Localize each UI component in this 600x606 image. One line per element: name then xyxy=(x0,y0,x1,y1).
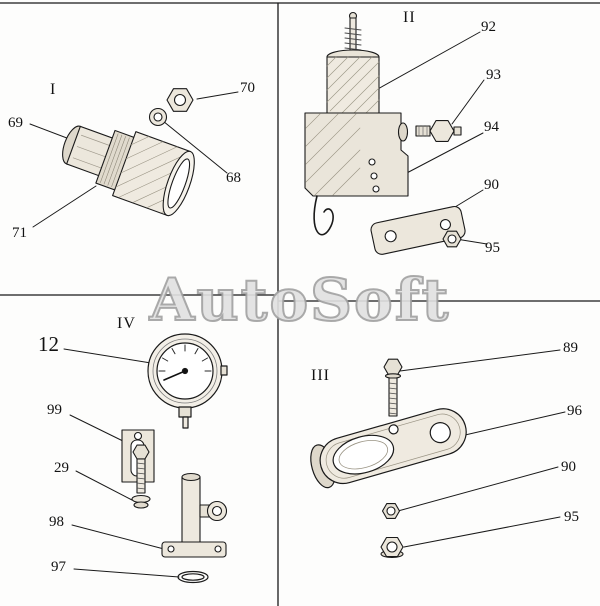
callout-92[interactable]: 92 xyxy=(481,19,496,35)
callout-69[interactable]: 69 xyxy=(8,115,23,131)
callout-96[interactable]: 96 xyxy=(567,403,582,419)
quadrant-label-1: I xyxy=(50,81,57,98)
hose-fitting-drawing xyxy=(62,125,195,217)
plug-fitting-drawing xyxy=(415,120,462,142)
clamp-bolt-drawing xyxy=(383,358,403,417)
clamp-body-drawing xyxy=(310,408,467,489)
callout-94[interactable]: 94 xyxy=(484,119,499,135)
quadrant-label-3: III xyxy=(311,367,330,384)
callout-70[interactable]: 70 xyxy=(240,80,255,96)
valve-stand-drawing xyxy=(161,472,228,558)
callout-12[interactable]: 12 xyxy=(38,332,59,356)
quadrant-label-4: IV xyxy=(117,315,136,332)
callout-90b[interactable]: 90 xyxy=(561,459,576,475)
quadrant-label-2: II xyxy=(403,9,416,26)
hex-nut-drawing xyxy=(166,88,194,112)
callout-90[interactable]: 90 xyxy=(484,177,499,193)
callout-93[interactable]: 93 xyxy=(486,67,501,83)
clamp-nut-small-drawing xyxy=(381,503,401,519)
clamp-nut-large-drawing xyxy=(380,536,404,559)
callout-29[interactable]: 29 xyxy=(54,460,69,476)
leader-lines xyxy=(29,31,566,578)
callout-97[interactable]: 97 xyxy=(51,559,66,575)
washer-drawing xyxy=(148,107,168,127)
callout-98[interactable]: 98 xyxy=(49,514,64,530)
wire-loop-drawing xyxy=(313,195,334,236)
pressure-gauge-drawing xyxy=(147,333,228,429)
callout-95[interactable]: 95 xyxy=(485,240,500,256)
callout-95b[interactable]: 95 xyxy=(564,509,579,525)
callout-68[interactable]: 68 xyxy=(226,170,241,186)
gauge-bolt-drawing xyxy=(131,444,151,509)
callout-99[interactable]: 99 xyxy=(47,402,62,418)
bracket-nut-drawing xyxy=(442,230,462,248)
callout-71[interactable]: 71 xyxy=(12,225,27,241)
oring-drawing xyxy=(177,570,209,584)
valve-assembly-drawing xyxy=(304,11,409,197)
callout-89[interactable]: 89 xyxy=(563,340,578,356)
bracket-drawing xyxy=(370,205,466,255)
